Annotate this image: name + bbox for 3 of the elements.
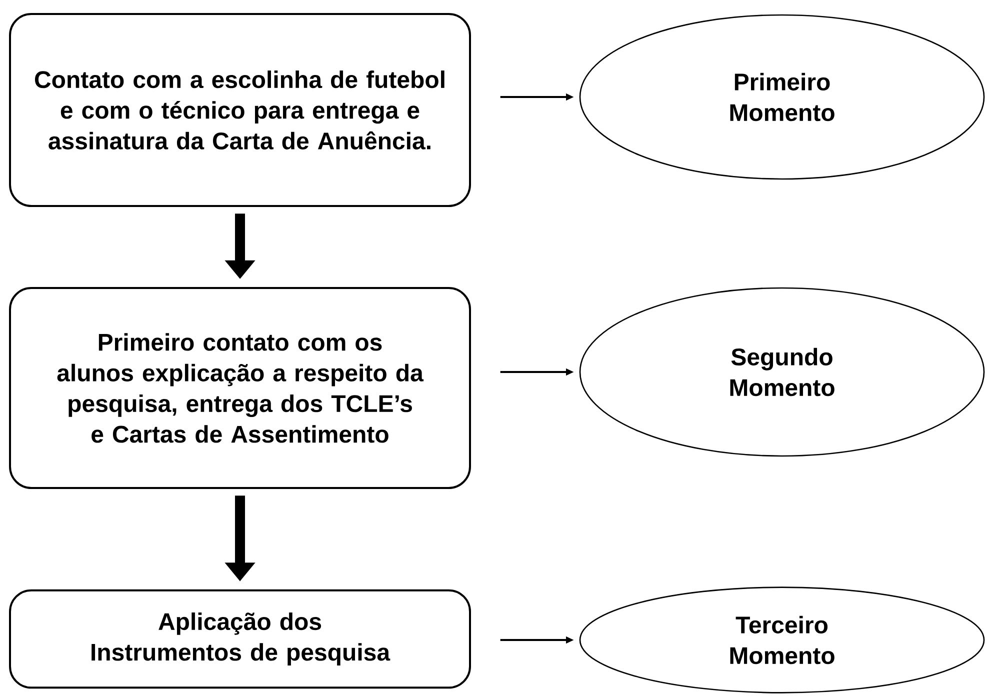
process-box: Aplicação dos Instrumentos de pesquisa [9,589,471,689]
process-box: Primeiro contato com os alunos explicação a respeito da pesquisa, entrega dos TCLE’s e Cartas de Assentimento [9,287,471,489]
process-box: Contato com a escolinha de futebol e com o técnico para entrega e assinatura da Carta de Anuência. [9,13,471,207]
